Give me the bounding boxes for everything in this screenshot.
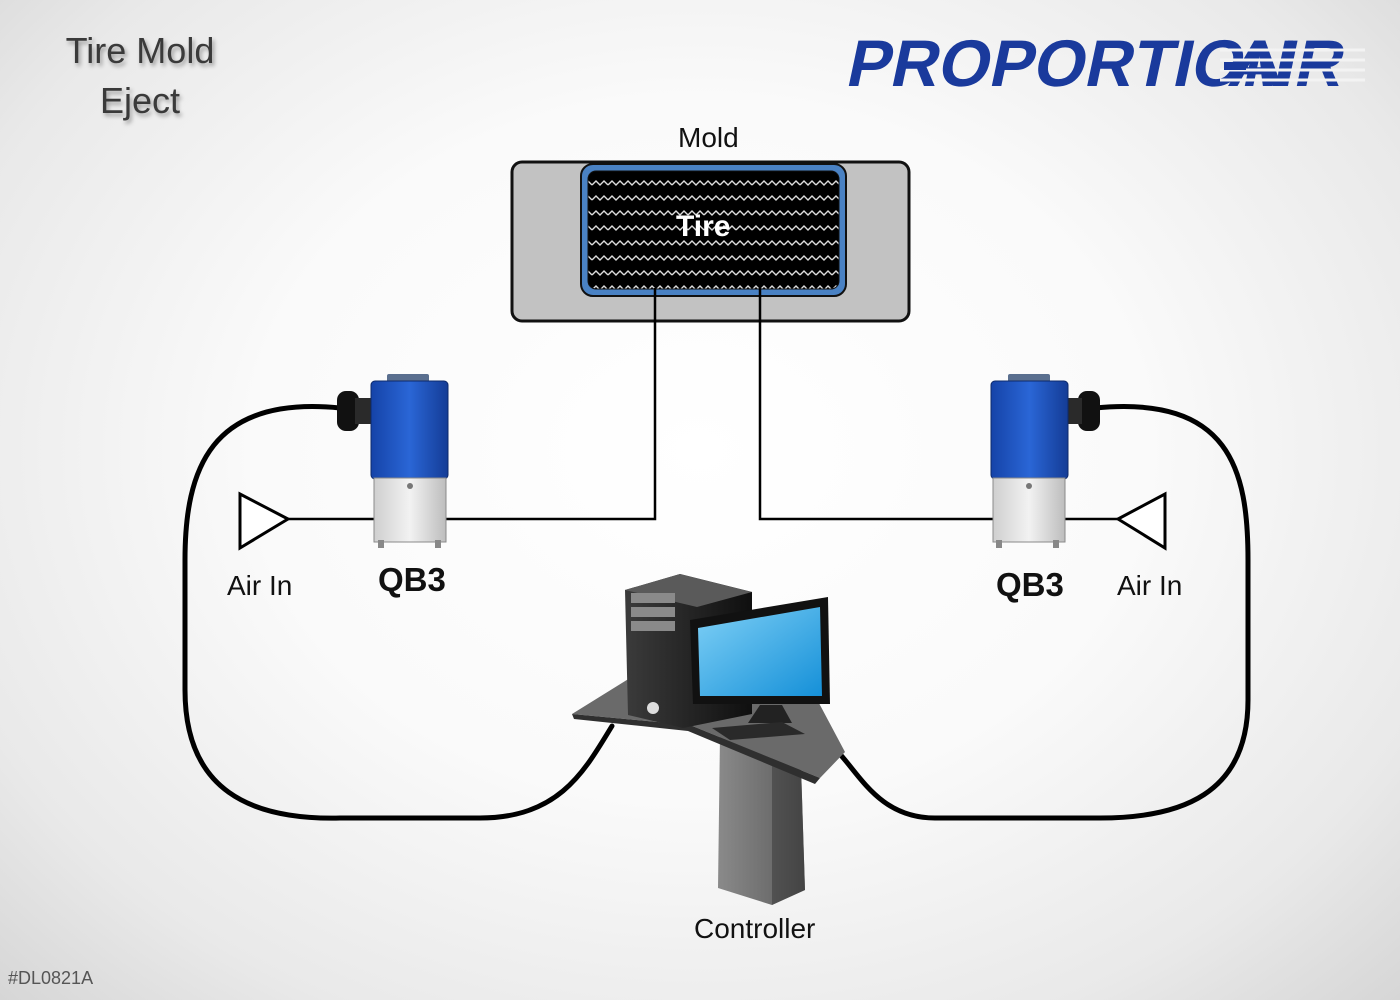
controller-label: Controller (694, 913, 816, 944)
monitor-screen (698, 607, 822, 696)
tire (580, 163, 847, 297)
cable-right (835, 404, 1251, 821)
diagram-title: Tire Mold Eject (40, 26, 240, 126)
mold-line-left (444, 288, 657, 521)
air-in-left-label: Air In (227, 570, 293, 601)
mold-label: Mold (678, 122, 739, 153)
title-line-1: Tire Mold (65, 30, 215, 71)
proportion-air-logo: PROPORTION AIR (841, 28, 1365, 101)
title-line-2: Eject (99, 80, 181, 121)
air-in-right-label: Air In (1117, 570, 1183, 601)
qb3-valve-left (337, 374, 449, 548)
cable-left (182, 404, 615, 821)
qb3-right-label: QB3 (996, 566, 1064, 603)
controller-computer-icon (572, 574, 845, 905)
mold (510, 160, 911, 323)
logo-text-proportion: PROPORTION (841, 28, 1300, 101)
qb3-left-label: QB3 (378, 561, 446, 598)
document-id: #DL0821A (8, 968, 94, 988)
air-inlet-left-icon (238, 491, 292, 551)
mold-line-right (758, 288, 998, 521)
air-inlet-right-icon (1114, 491, 1167, 551)
tire-label: Tire (676, 210, 731, 243)
qb3-valve-right (990, 374, 1100, 548)
